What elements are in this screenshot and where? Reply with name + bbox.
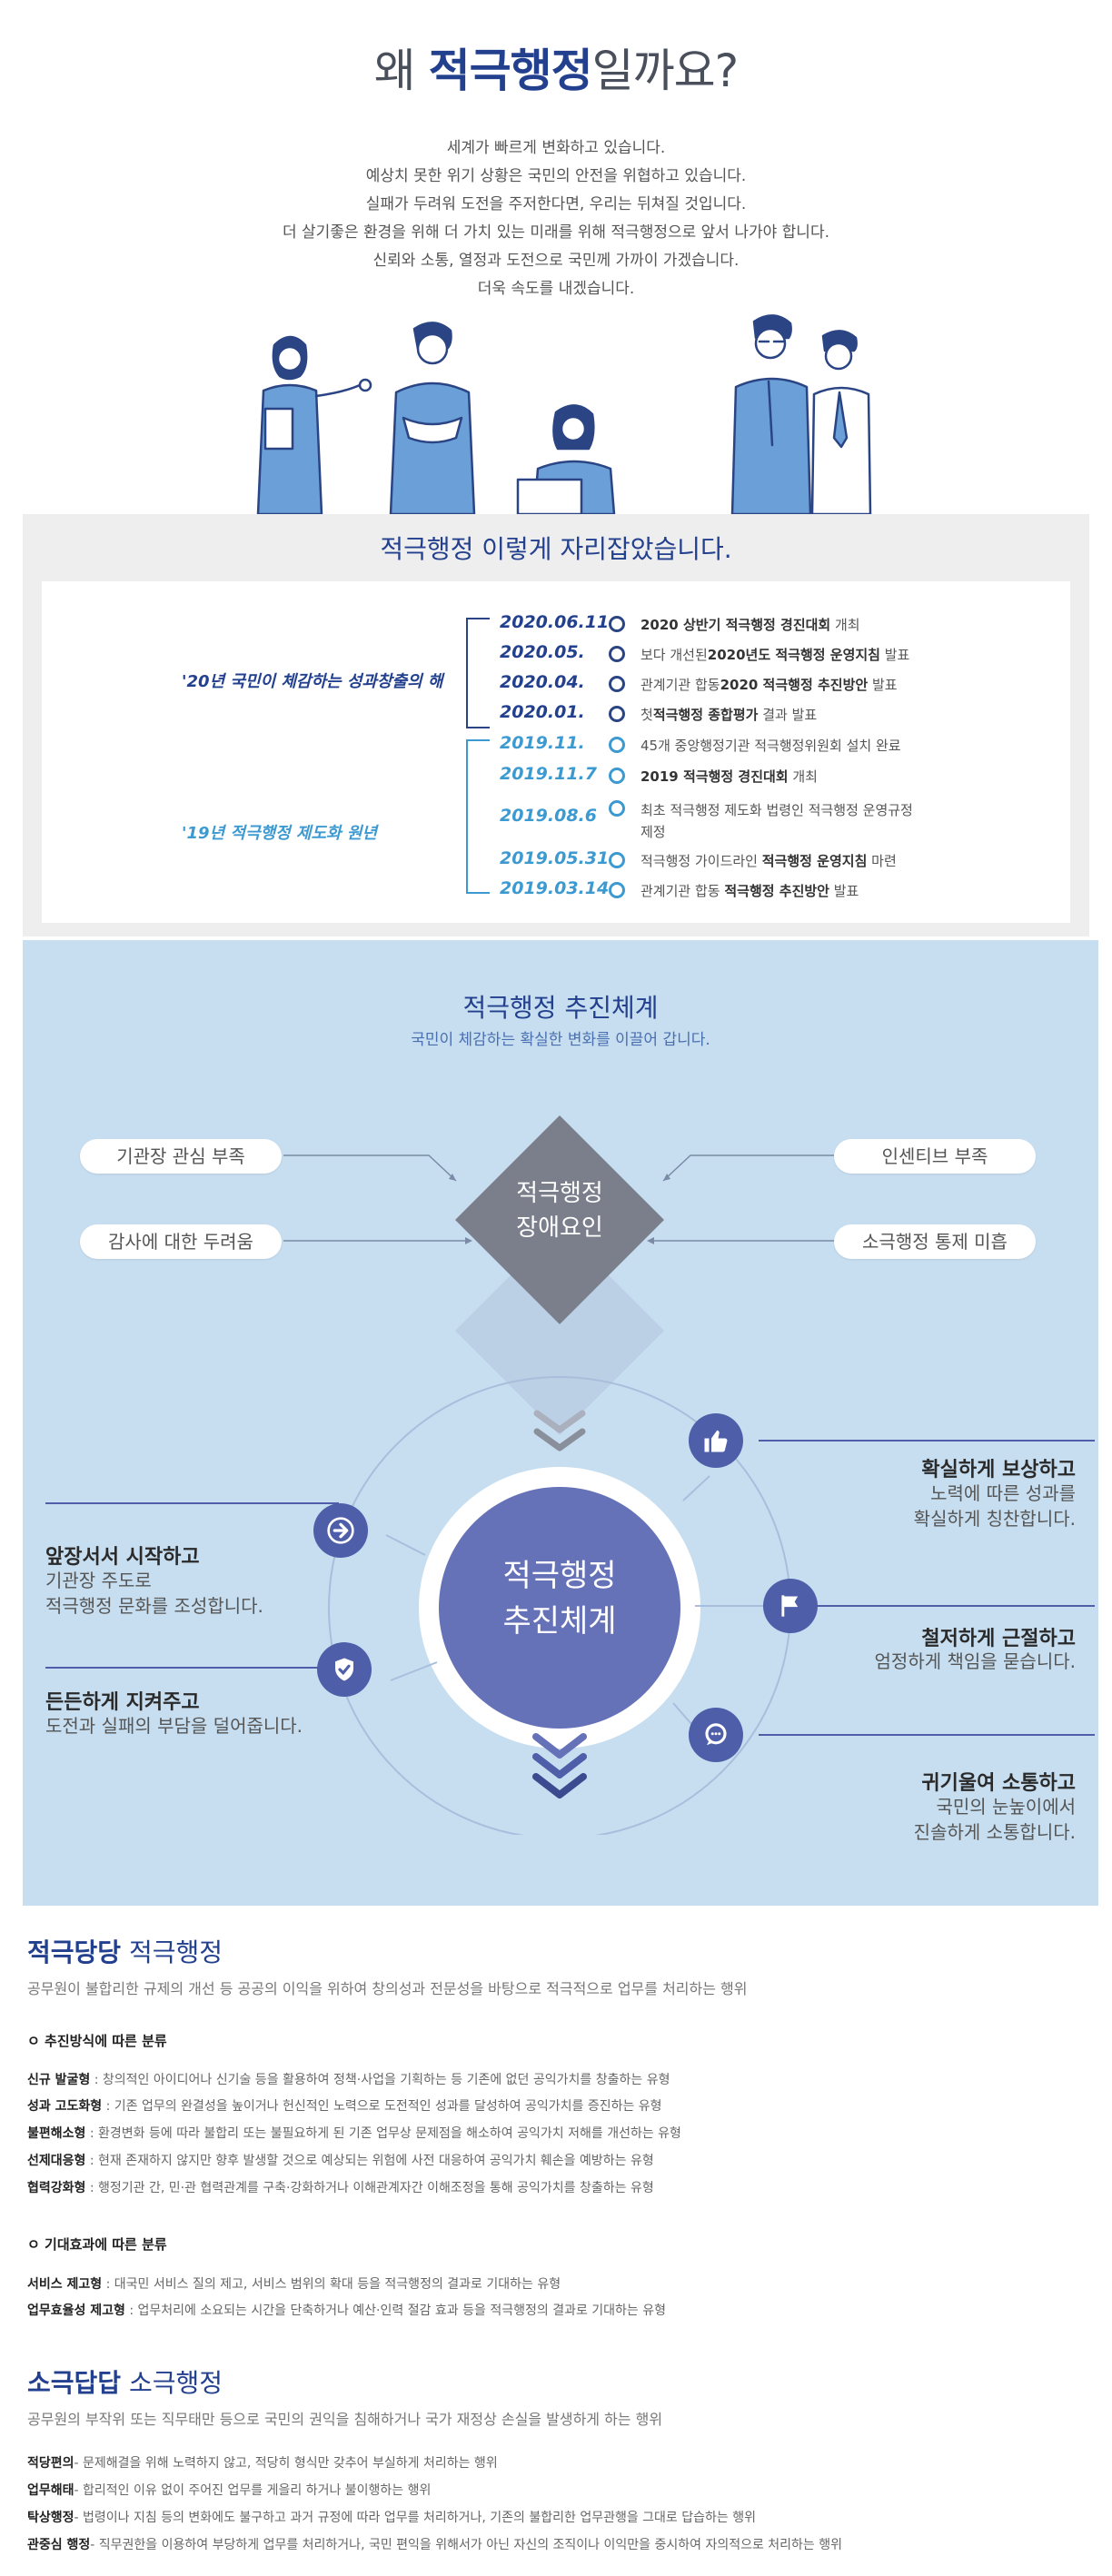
timeline-dot	[609, 737, 625, 753]
passive-item: 적당편의- 문제해결을 위해 노력하지 않고, 적당히 형식만 갖추어 부실하게…	[27, 2456, 498, 2471]
timeline-text: 적극행정 가이드라인 적극행정 운영지침 마련	[640, 853, 897, 869]
system-title: 적극행정 추진체계	[462, 993, 659, 1023]
method-item: 불편해소형 : 환경변화 등에 따라 불합리 또는 불필요하게 된 기존 업무상…	[27, 2126, 681, 2141]
method-item: 신규 발굴형 : 창의적인 아이디어나 신기술 등을 활용하여 정책·사업을 기…	[27, 2073, 670, 2087]
person-woman-tablet	[256, 335, 372, 514]
passive-heading: 소극답답 소극행정	[27, 2368, 223, 2398]
pillar-protect-title: 든든하게 지켜주고	[45, 1691, 200, 1714]
timeline-date: 2020.04.	[500, 672, 585, 692]
pillar-lead-title: 앞장서서 시작하고	[45, 1546, 200, 1569]
person-man-crossed	[389, 322, 476, 514]
pillar-reward-title: 확실하게 보상하고	[921, 1459, 1076, 1481]
timeline-dot	[609, 676, 625, 692]
pillar-strict-title: 철저하게 근절하고	[921, 1628, 1076, 1650]
bracket-2019	[466, 739, 490, 894]
effect-item: 서비스 제고형 : 대국민 서비스 질의 제고, 서비스 범위의 확대 등을 적…	[27, 2277, 561, 2292]
intro-line: 예상치 못한 위기 상황은 국민의 안전을 위협하고 있습니다.	[365, 167, 747, 185]
arrow-right-icon	[313, 1503, 368, 1558]
shield-check-icon	[317, 1642, 372, 1697]
obstacle-diamond	[455, 1115, 664, 1324]
obstacle-pill: 소극행정 통제 미흡	[834, 1224, 1036, 1259]
effect-item: 업무효율성 제고형 : 업무처리에 소요되는 시간을 단축하거나 예산·인력 절…	[27, 2304, 667, 2318]
timeline-dot	[609, 646, 625, 662]
active-desc: 공무원이 불합리한 규제의 개선 등 공공의 이익을 위하여 창의성과 전문성을…	[27, 1980, 748, 1997]
person-woman-laptop	[516, 404, 616, 514]
obstacle-pill: 기관장 관심 부족	[80, 1139, 282, 1174]
timeline-dot	[609, 800, 625, 817]
timeline-date: 2019.11.7	[500, 764, 597, 784]
timeline-dot	[609, 706, 625, 722]
flag-icon	[763, 1579, 818, 1633]
timeline-dot	[609, 616, 625, 632]
person-man-glasses	[730, 314, 812, 514]
timeline-date: 2020.05.	[500, 642, 585, 662]
pillar-protect-desc: 도전과 실패의 부담을 덜어줍니다.	[45, 1715, 303, 1737]
timeline-text: 2019 적극행정 경진대회 개최	[640, 768, 818, 785]
timeline-date: 2020.06.11	[500, 612, 610, 632]
timeline-text: 관계기관 합동2020 적극행정 추진방안 발표	[640, 677, 898, 693]
method-item: 성과 고도화형 : 기존 업무의 완결성을 높이거나 헌신적인 노력으로 도전적…	[27, 2099, 662, 2114]
timeline-dot	[609, 768, 625, 784]
timeline-text: 보다 개선된2020년도 적극행정 운영지침 발표	[640, 647, 910, 663]
timeline-text: 관계기관 합동 적극행정 추진방안 발표	[640, 883, 859, 899]
year-2020-label: '20년 국민이 체감하는 성과창출의 해	[182, 672, 443, 691]
intro-line: 세계가 빠르게 변화하고 있습니다.	[446, 139, 666, 157]
hero-title-pre: 왜	[373, 45, 429, 97]
pillar-strict-desc: 엄정하게 책임을 묻습니다.	[874, 1650, 1076, 1672]
intro-line: 신뢰와 소통, 열정과 도전으로 국민께 가까이 가겠습니다.	[372, 252, 740, 270]
timeline-text: 첫적극행정 종합평가 결과 발표	[640, 707, 818, 723]
bracket-2020	[466, 618, 490, 728]
method-heading: ㅇ 추진방식에 따른 분류	[27, 2033, 167, 2049]
system-subtitle: 국민이 체감하는 확실한 변화를 이끌어 갑니다.	[411, 1031, 710, 1049]
intro-line: 실패가 두려워 도전을 주저한다면, 우리는 뒤쳐질 것입니다.	[365, 195, 747, 213]
people-illustration	[256, 314, 872, 514]
passive-item: 업무해태- 합리적인 이유 없이 주어진 업무를 게을리 하거나 불이행하는 행…	[27, 2483, 432, 2498]
active-heading: 적극당당 적극행정	[27, 1937, 223, 1967]
chat-bubble-icon	[689, 1708, 743, 1762]
passive-desc: 공무원의 부작위 또는 직무태만 등으로 국민의 권익을 침해하거나 국가 재정…	[27, 2411, 663, 2428]
hero-title-post: 일까요?	[591, 45, 740, 97]
intro-line: 더욱 속도를 내겠습니다.	[477, 280, 635, 298]
passive-item: 관중심 행정- 직무권한을 이용하여 부당하게 업무를 처리하거나, 국민 편익…	[27, 2538, 843, 2552]
timeline-date: 2019.08.6	[500, 806, 597, 826]
core-circle	[439, 1487, 680, 1729]
timeline-date: 2019.11.	[500, 733, 585, 753]
history-title: 적극행정 이렇게 자리잡았습니다.	[380, 534, 732, 564]
obstacle-pill: 인센티브 부족	[834, 1139, 1036, 1174]
person-man-tie	[810, 330, 872, 514]
timeline-date: 2019.03.14	[500, 878, 610, 898]
history-card	[42, 581, 1070, 923]
hero-title-bold: 적극행정	[428, 45, 593, 97]
method-item: 협력강화형 : 행정기관 간, 민·관 협력관계를 구축·강화하거나 이해관계자…	[27, 2181, 654, 2195]
thumbs-up-icon	[689, 1413, 743, 1468]
pillar-listen-title: 귀기울여 소통하고	[921, 1772, 1076, 1795]
timeline-text: 2020 상반기 적극행정 경진대회 개최	[640, 617, 860, 633]
year-2019-label: '19년 적극행정 제도화 원년	[182, 824, 377, 843]
timeline-dot	[609, 882, 625, 898]
effect-heading: ㅇ 기대효과에 따른 분류	[27, 2236, 167, 2253]
timeline-text: 45개 중앙행정기관 적극행정위원회 설치 완료	[640, 738, 901, 754]
timeline-date: 2020.01.	[500, 702, 585, 722]
passive-item: 탁상행정- 법령이나 지침 등의 변화에도 불구하고 과거 규정에 따라 업무를…	[27, 2511, 756, 2525]
obstacle-pill: 감사에 대한 두려움	[80, 1224, 282, 1259]
hero-title: 왜 적극행정일까요?	[0, 35, 1112, 100]
timeline-dot	[609, 852, 625, 868]
timeline-date: 2019.05.31	[500, 848, 610, 868]
intro-line: 더 살기좋은 환경을 위해 더 가치 있는 미래를 위해 적극행정으로 앞서 나…	[282, 223, 829, 242]
method-item: 선제대응형 : 현재 존재하지 않지만 향후 발생할 것으로 예상되는 위험에 …	[27, 2154, 654, 2168]
